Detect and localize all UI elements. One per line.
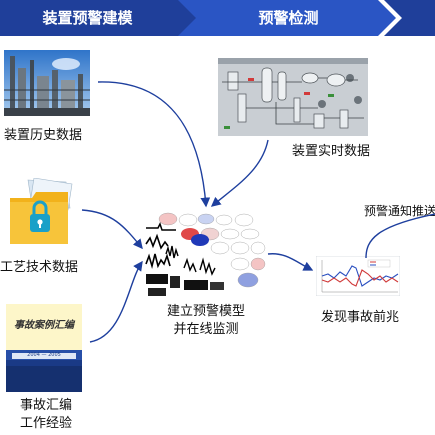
arrow-accident-to-model — [89, 260, 143, 343]
book-title: 事故案例汇编 — [14, 320, 74, 331]
process-folder — [8, 178, 78, 246]
folder-lock-icon — [10, 178, 73, 244]
model-matrix-plot — [144, 210, 266, 298]
banner-shape-modeling — [0, 0, 200, 36]
accident-book: 事故案例汇编 2004 — 2005 — [6, 304, 82, 392]
stage-title-detection: 预警检测 — [258, 9, 319, 27]
model-panel — [144, 210, 266, 298]
stage-banner-detection: 预警检测 — [178, 0, 398, 36]
plant-photo — [4, 50, 90, 116]
book-years: 2004 — 2005 — [27, 352, 61, 358]
stage-title-modeling: 装置预警建模 — [42, 9, 133, 27]
banner-shape-next — [384, 0, 435, 36]
arrow-realtime-to-model — [210, 139, 269, 207]
banner-shape-detection — [178, 0, 396, 36]
model-label-line1: 建立预警模型 — [166, 304, 245, 319]
history-data-label: 装置历史数据 — [4, 128, 83, 143]
arrow-model-to-detect — [267, 253, 314, 271]
detection-label: 发现事故前兆 — [320, 310, 399, 325]
arrow-process-to-model — [81, 209, 143, 250]
model-label-line2: 并在线监测 — [173, 322, 239, 337]
notify-label: 预警通知推送 — [364, 204, 435, 218]
book-cover — [6, 304, 82, 392]
realtime-schematic — [218, 58, 368, 136]
accident-label-line1: 事故汇编 — [19, 398, 72, 413]
process-flow-diagram — [218, 58, 368, 136]
stage-banner-modeling: 装置预警建模 — [0, 0, 200, 36]
plant-illustration — [4, 50, 90, 116]
arrow-detect-to-notify — [365, 213, 435, 259]
realtime-data-label: 装置实时数据 — [292, 144, 371, 159]
stage-banner-next — [384, 0, 435, 36]
process-data-label: 工艺技术数据 — [0, 260, 79, 275]
arrow-history-to-model — [97, 81, 211, 208]
detection-chart — [316, 256, 400, 296]
accident-label-line2: 工作经验 — [19, 416, 72, 431]
trend-chart — [316, 256, 400, 296]
